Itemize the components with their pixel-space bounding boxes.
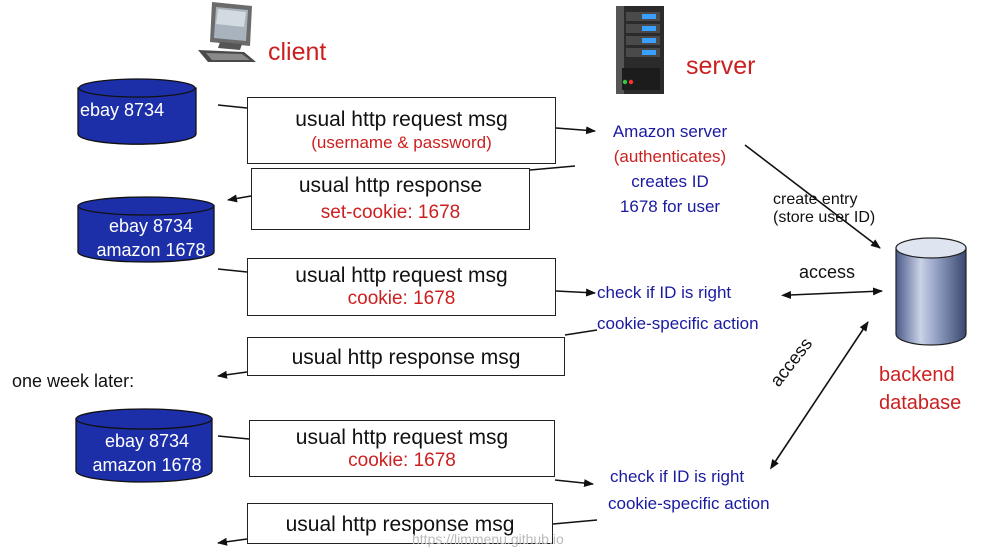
message-box: usual http request msg (username & passw…	[247, 97, 556, 164]
arrow-line	[217, 268, 248, 273]
server-note: Amazon server	[612, 122, 728, 141]
cookie-cylinder	[77, 196, 215, 263]
client-title: client	[268, 38, 327, 66]
create-entry-label: (store user ID)	[773, 209, 876, 226]
message-box: usual http request msg cookie: 1678	[247, 258, 556, 316]
access-label: access	[799, 262, 856, 282]
database-icon	[895, 237, 967, 346]
server-note: check if ID is right	[610, 467, 745, 486]
cylinder-label: ebay 8734	[104, 431, 190, 451]
message-box: usual http request msg cookie: 1678	[249, 420, 555, 477]
cylinder-label: amazon 1678	[92, 455, 202, 475]
message-line: usual http response msg	[285, 513, 515, 536]
message-line: usual http request msg	[295, 264, 508, 287]
database-title: backend	[879, 364, 955, 386]
cylinder-label: amazon 1678	[96, 240, 206, 260]
server-icon	[616, 6, 664, 94]
arrow-line	[770, 321, 869, 470]
arrow-line	[217, 370, 248, 379]
message-line: usual http request msg	[295, 426, 509, 449]
server-note: creates ID	[631, 172, 709, 191]
message-line: usual http request msg	[295, 108, 508, 131]
server-note: (authenticates)	[613, 147, 727, 166]
arrow-line	[555, 288, 596, 297]
database-title: database	[879, 392, 962, 414]
message-line: usual http response msg	[291, 346, 521, 369]
cookie-cylinder	[75, 408, 213, 483]
server-note: cookie-specific action	[608, 494, 770, 513]
arrow-line	[552, 519, 598, 525]
message-detail: set-cookie: 1678	[320, 202, 461, 223]
arrow-line	[217, 435, 250, 440]
cylinder-label: ebay 8734	[80, 100, 165, 120]
message-box: usual http response set-cookie: 1678	[251, 168, 530, 230]
message-line: usual http response	[298, 174, 483, 197]
create-entry-label: create entry	[773, 191, 858, 208]
message-detail: cookie: 1678	[347, 288, 456, 309]
server-note: 1678 for user	[619, 197, 721, 216]
arrow-line	[227, 194, 252, 203]
arrow-line	[781, 287, 883, 299]
message-detail: (username & password)	[311, 133, 492, 152]
cookie-cylinder	[77, 78, 197, 145]
message-detail: cookie: 1678	[348, 450, 456, 471]
arrow-line	[217, 104, 248, 109]
cylinder-label: ebay 8734	[108, 216, 194, 236]
one-week-later-label: one week later:	[12, 371, 135, 391]
arrow-line	[554, 479, 594, 488]
server-note: cookie-specific action	[597, 314, 759, 333]
message-box: usual http response msg	[247, 503, 553, 544]
message-box: usual http response msg	[247, 337, 565, 376]
arrow-line	[555, 126, 596, 135]
watermark-text: https://limmenu.github.io	[412, 531, 564, 547]
arrow-line	[564, 329, 598, 336]
computer-icon	[198, 2, 256, 62]
arrow-line	[744, 144, 881, 249]
arrow-line	[217, 537, 248, 546]
server-note: check if ID is right	[597, 283, 732, 302]
arrow-line	[529, 165, 576, 171]
server-title: server	[686, 52, 756, 80]
